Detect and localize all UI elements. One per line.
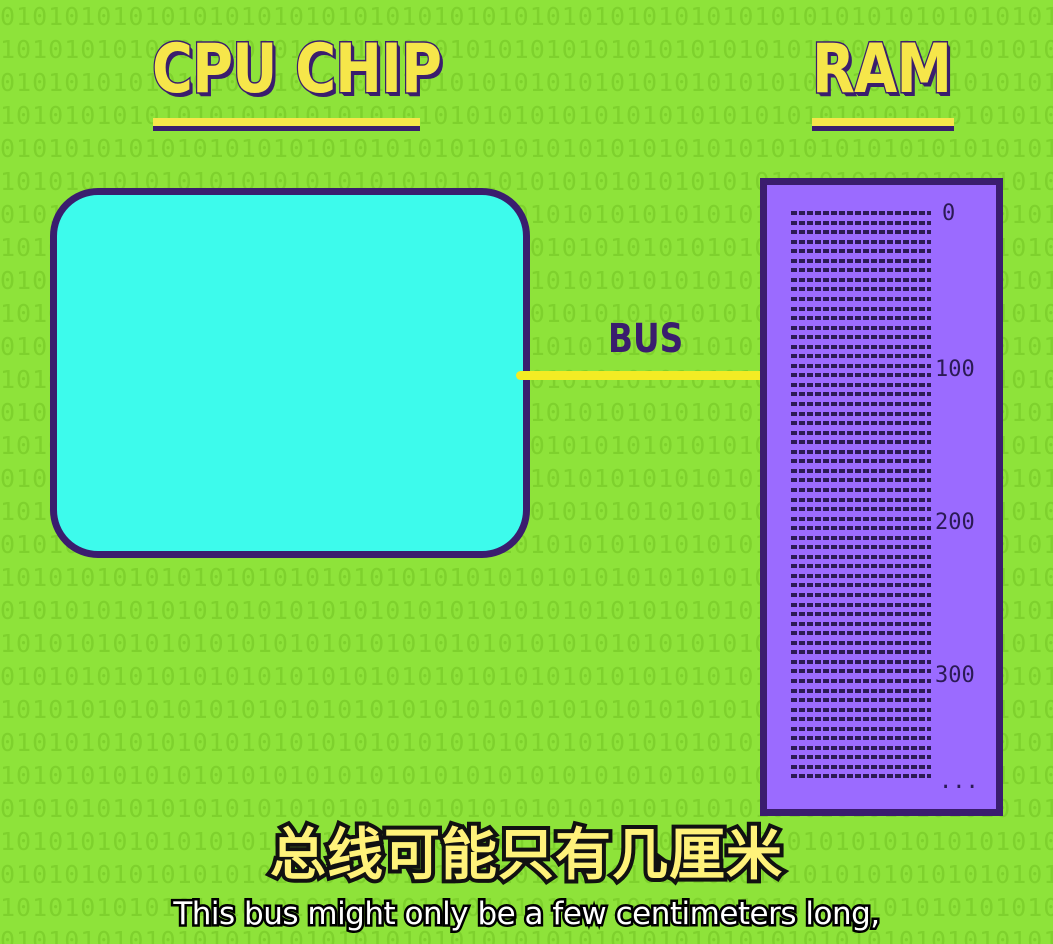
ram-memory-row [791,688,931,693]
ram-memory-row [791,430,931,435]
ram-memory-row [791,764,931,769]
ram-memory-row [791,478,931,483]
ram-address-label-300: 300 [935,663,975,688]
ram-memory-row [791,268,931,273]
ram-heading-underline [812,118,954,131]
ram-memory-row [791,316,931,321]
ram-memory-row [791,745,931,750]
ram-memory-row [791,335,931,340]
ram-memory-row [791,573,931,578]
ram-memory-row [791,402,931,406]
ram-memory-row [791,325,931,330]
ram-memory-row [791,717,931,722]
ram-memory-row [791,497,931,502]
ram-memory-row [791,411,931,416]
ram-memory-row [791,239,931,244]
bus-label: BUS [608,316,684,362]
ram-memory-row [791,678,931,683]
ram-memory-row [791,650,931,655]
ram-memory-row [791,726,931,731]
ram-memory-rows [791,211,931,791]
ram-memory-row [791,249,931,254]
cpu-chip-heading: CPU CHIP [151,30,443,109]
ram-memory-row [791,554,931,559]
cpu-chip-box [50,188,530,558]
ram-memory-row [791,363,931,368]
ram-memory-row [791,373,931,378]
ram-address-label-ellipsis: ... [939,769,979,794]
ram-memory-row [791,258,931,263]
ram-memory-row [791,220,931,225]
ram-memory-row [791,296,931,301]
ram-memory-row [791,306,931,311]
ram-memory-row [791,507,931,512]
ram-memory-row [791,640,931,645]
subtitle-chinese: 总线可能只有几厘米 [266,819,786,892]
ram-memory-row [791,421,931,426]
ram-memory-row [791,659,931,664]
ram-memory-row [791,593,931,597]
ram-memory-row [791,602,931,607]
ram-memory-row [791,449,931,454]
ram-memory-row [791,287,931,292]
ram-memory-row [791,698,931,703]
ram-memory-row [791,440,931,445]
ram-memory-row [791,755,931,760]
ram-memory-row [791,382,931,387]
ram-memory-row [791,459,931,464]
ram-memory-row [791,545,931,550]
ram-memory-row [791,583,931,588]
ram-memory-row [791,612,931,617]
ram-block: 0 100 200 300 ... [760,178,1003,816]
ram-memory-row [791,392,931,397]
ram-memory-row [791,516,931,521]
ram-address-label-200: 200 [935,510,975,535]
ram-memory-row [791,354,931,359]
ram-address-label-0: 0 [942,201,956,226]
ram-memory-row [791,487,931,492]
ram-memory-row [791,277,931,282]
ram-memory-row [791,230,931,235]
ram-memory-row [791,736,931,741]
ram-memory-row [791,621,931,626]
cpu-heading-underline [153,118,420,131]
ram-memory-row [791,669,931,674]
ram-heading: RAM [811,30,953,109]
ram-memory-row [791,344,931,349]
ram-memory-row [791,631,931,636]
subtitle-english: This bus might only be a few centimeters… [171,894,883,935]
ram-memory-row [791,564,931,569]
ram-memory-row [791,774,931,779]
ram-memory-row [791,526,931,531]
ram-memory-row [791,707,931,712]
ram-memory-row [791,535,931,540]
ram-address-label-100: 100 [935,357,975,382]
ram-memory-row [791,211,931,215]
bus-line [516,371,768,380]
ram-memory-row [791,468,931,473]
